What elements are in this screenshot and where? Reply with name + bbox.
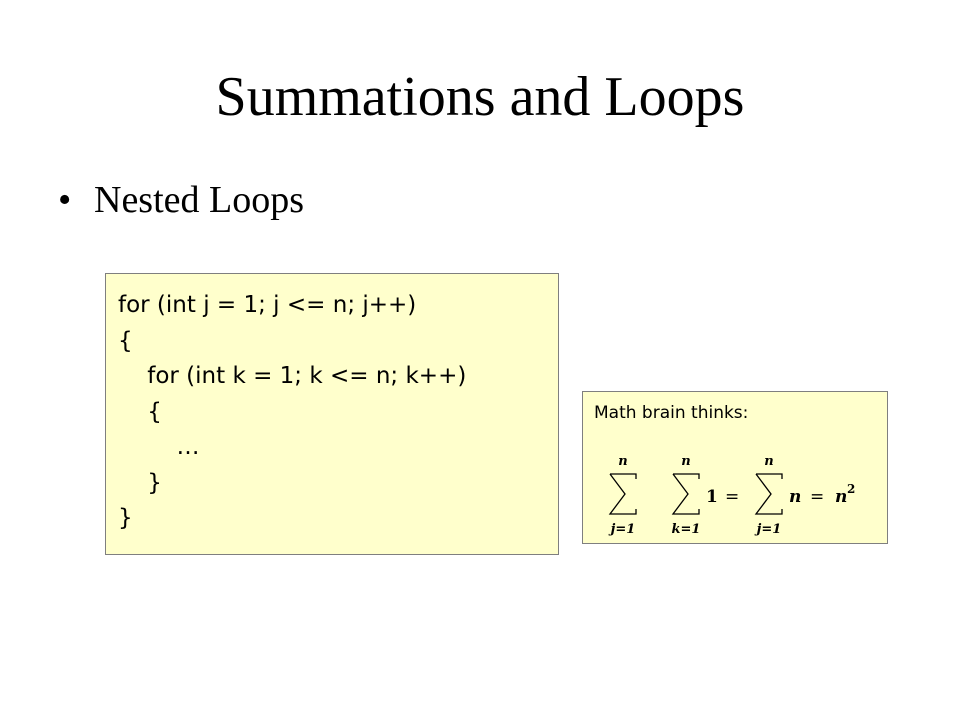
code-line: … bbox=[118, 434, 200, 460]
sum2-upper-limit: n bbox=[681, 454, 690, 469]
bullet-text: Nested Loops bbox=[94, 179, 305, 221]
bullet-item: • Nested Loops bbox=[58, 176, 304, 224]
term-n: n bbox=[789, 487, 801, 507]
sigma-symbol-1 bbox=[608, 473, 637, 515]
sum2-lower-limit: k=1 bbox=[672, 522, 701, 537]
equals-sign-1: = bbox=[725, 487, 739, 507]
code-line: for (int j = 1; j <= n; j++) bbox=[118, 292, 417, 318]
code-box: for (int j = 1; j <= n; j++) { for (int … bbox=[105, 273, 559, 555]
result-exponent: 2 bbox=[847, 482, 855, 496]
equals-sign-2: = bbox=[810, 487, 824, 507]
sum1-upper-limit: n bbox=[618, 454, 627, 469]
code-line: } bbox=[118, 505, 133, 531]
sum1-lower-limit: j=1 bbox=[608, 522, 636, 537]
code-line: { bbox=[118, 398, 162, 425]
term-one: 1 bbox=[706, 487, 718, 507]
code-line: } bbox=[118, 469, 162, 496]
sigma-symbol-2 bbox=[671, 473, 700, 515]
sigma-symbol-3 bbox=[754, 473, 783, 515]
math-box: Math brain thinks: n j=1 n k=1 1 = n j=1… bbox=[582, 391, 888, 544]
slide-title: Summations and Loops bbox=[215, 66, 745, 128]
code-line: for (int k = 1; k <= n; k++) bbox=[118, 363, 467, 389]
code-line: { bbox=[118, 327, 133, 354]
result-base: n bbox=[835, 487, 847, 507]
sum3-lower-limit: j=1 bbox=[754, 522, 782, 537]
summation-formula: n j=1 n k=1 1 = n j=1 n = n 2 bbox=[608, 454, 856, 537]
sum3-upper-limit: n bbox=[764, 454, 773, 469]
bullet-dot: • bbox=[58, 179, 72, 221]
math-caption: Math brain thinks: bbox=[594, 403, 749, 423]
